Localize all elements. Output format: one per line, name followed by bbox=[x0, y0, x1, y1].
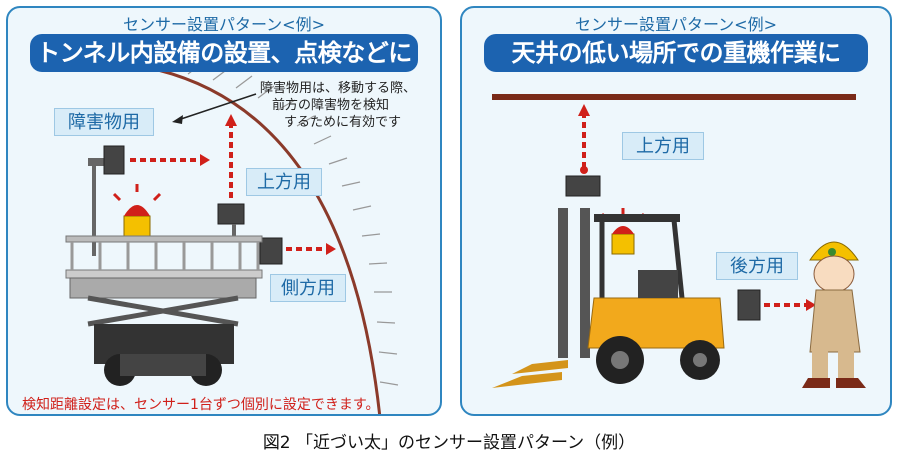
right-title: 天井の低い場所での重機作業に bbox=[484, 34, 868, 72]
label-back: 後方用 bbox=[716, 252, 798, 280]
label-up-right: 上方用 bbox=[622, 132, 704, 160]
up-sensor bbox=[217, 203, 245, 225]
figure-caption: 図2 「近づい太」のセンサー設置パターン（例） bbox=[262, 433, 636, 453]
worker bbox=[802, 241, 866, 388]
detection-distance-note: 検知距離設定は、センサー1台ずつ個別に設定できます。 bbox=[22, 397, 380, 413]
ceiling-beam bbox=[492, 94, 856, 100]
left-illustration bbox=[65, 61, 399, 414]
left-subtitle: センサー設置パターン<例> bbox=[122, 15, 325, 34]
right-panel: センサー設置パターン<例> 天井の低い場所での重機作業に 上方用 後方用 bbox=[460, 6, 892, 416]
left-panel: センサー設置パターン<例> トンネル内設備の設置、点検などに 障害物用 上方用 … bbox=[6, 6, 442, 416]
back-sensor bbox=[737, 289, 761, 321]
up-sensor-forklift bbox=[565, 175, 601, 197]
left-title: トンネル内設備の設置、点検などに bbox=[30, 34, 418, 72]
note-line-3: するために有効です bbox=[284, 115, 402, 130]
side-sensor bbox=[259, 237, 283, 265]
obstacle-sensor bbox=[103, 145, 125, 175]
label-side: 側方用 bbox=[270, 274, 346, 302]
label-obstacle: 障害物用 bbox=[54, 108, 154, 136]
tunnel-hatching bbox=[187, 61, 399, 386]
note-line-1: 障害物用は、移動する際、 bbox=[260, 81, 417, 96]
label-up-left: 上方用 bbox=[246, 168, 322, 196]
right-illustration bbox=[492, 94, 866, 388]
forklift bbox=[492, 214, 725, 388]
note-line-2: 前方の障害物を検知 bbox=[272, 98, 390, 113]
right-subtitle: センサー設置パターン<例> bbox=[574, 15, 777, 34]
scissor-lift bbox=[65, 235, 263, 386]
